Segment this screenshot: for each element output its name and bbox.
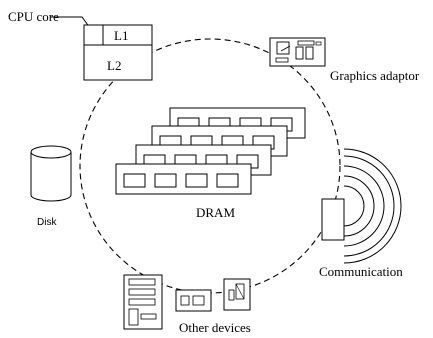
other-device-small-icon	[175, 289, 212, 312]
graphics-adaptor-label: Graphics adaptor	[330, 68, 420, 83]
dram-module	[115, 163, 252, 195]
dram-chip	[154, 173, 177, 188]
cpu-core-label: CPU core	[8, 9, 59, 24]
communication-label: Communication	[319, 264, 403, 279]
other-device-card-icon	[123, 274, 163, 330]
dram-chip	[216, 173, 239, 188]
other-device-board-icon	[223, 278, 251, 311]
disk-icon	[30, 145, 72, 202]
l1-cache-label: L1	[114, 28, 128, 43]
cpu-block: CPU core L1 L2	[8, 9, 153, 81]
cpu-outer-box	[83, 24, 153, 81]
dram-label: DRAM	[196, 205, 235, 220]
dram-modules	[115, 107, 306, 195]
l2-cache-label: L2	[107, 58, 121, 73]
other-devices-label: Other devices	[179, 320, 251, 335]
graphics-adaptor-icon	[269, 37, 326, 67]
dram-chip	[123, 173, 146, 188]
communication-antenna-icon	[321, 148, 402, 264]
disk-label: Disk	[37, 217, 57, 228]
dram-chip	[185, 173, 208, 188]
